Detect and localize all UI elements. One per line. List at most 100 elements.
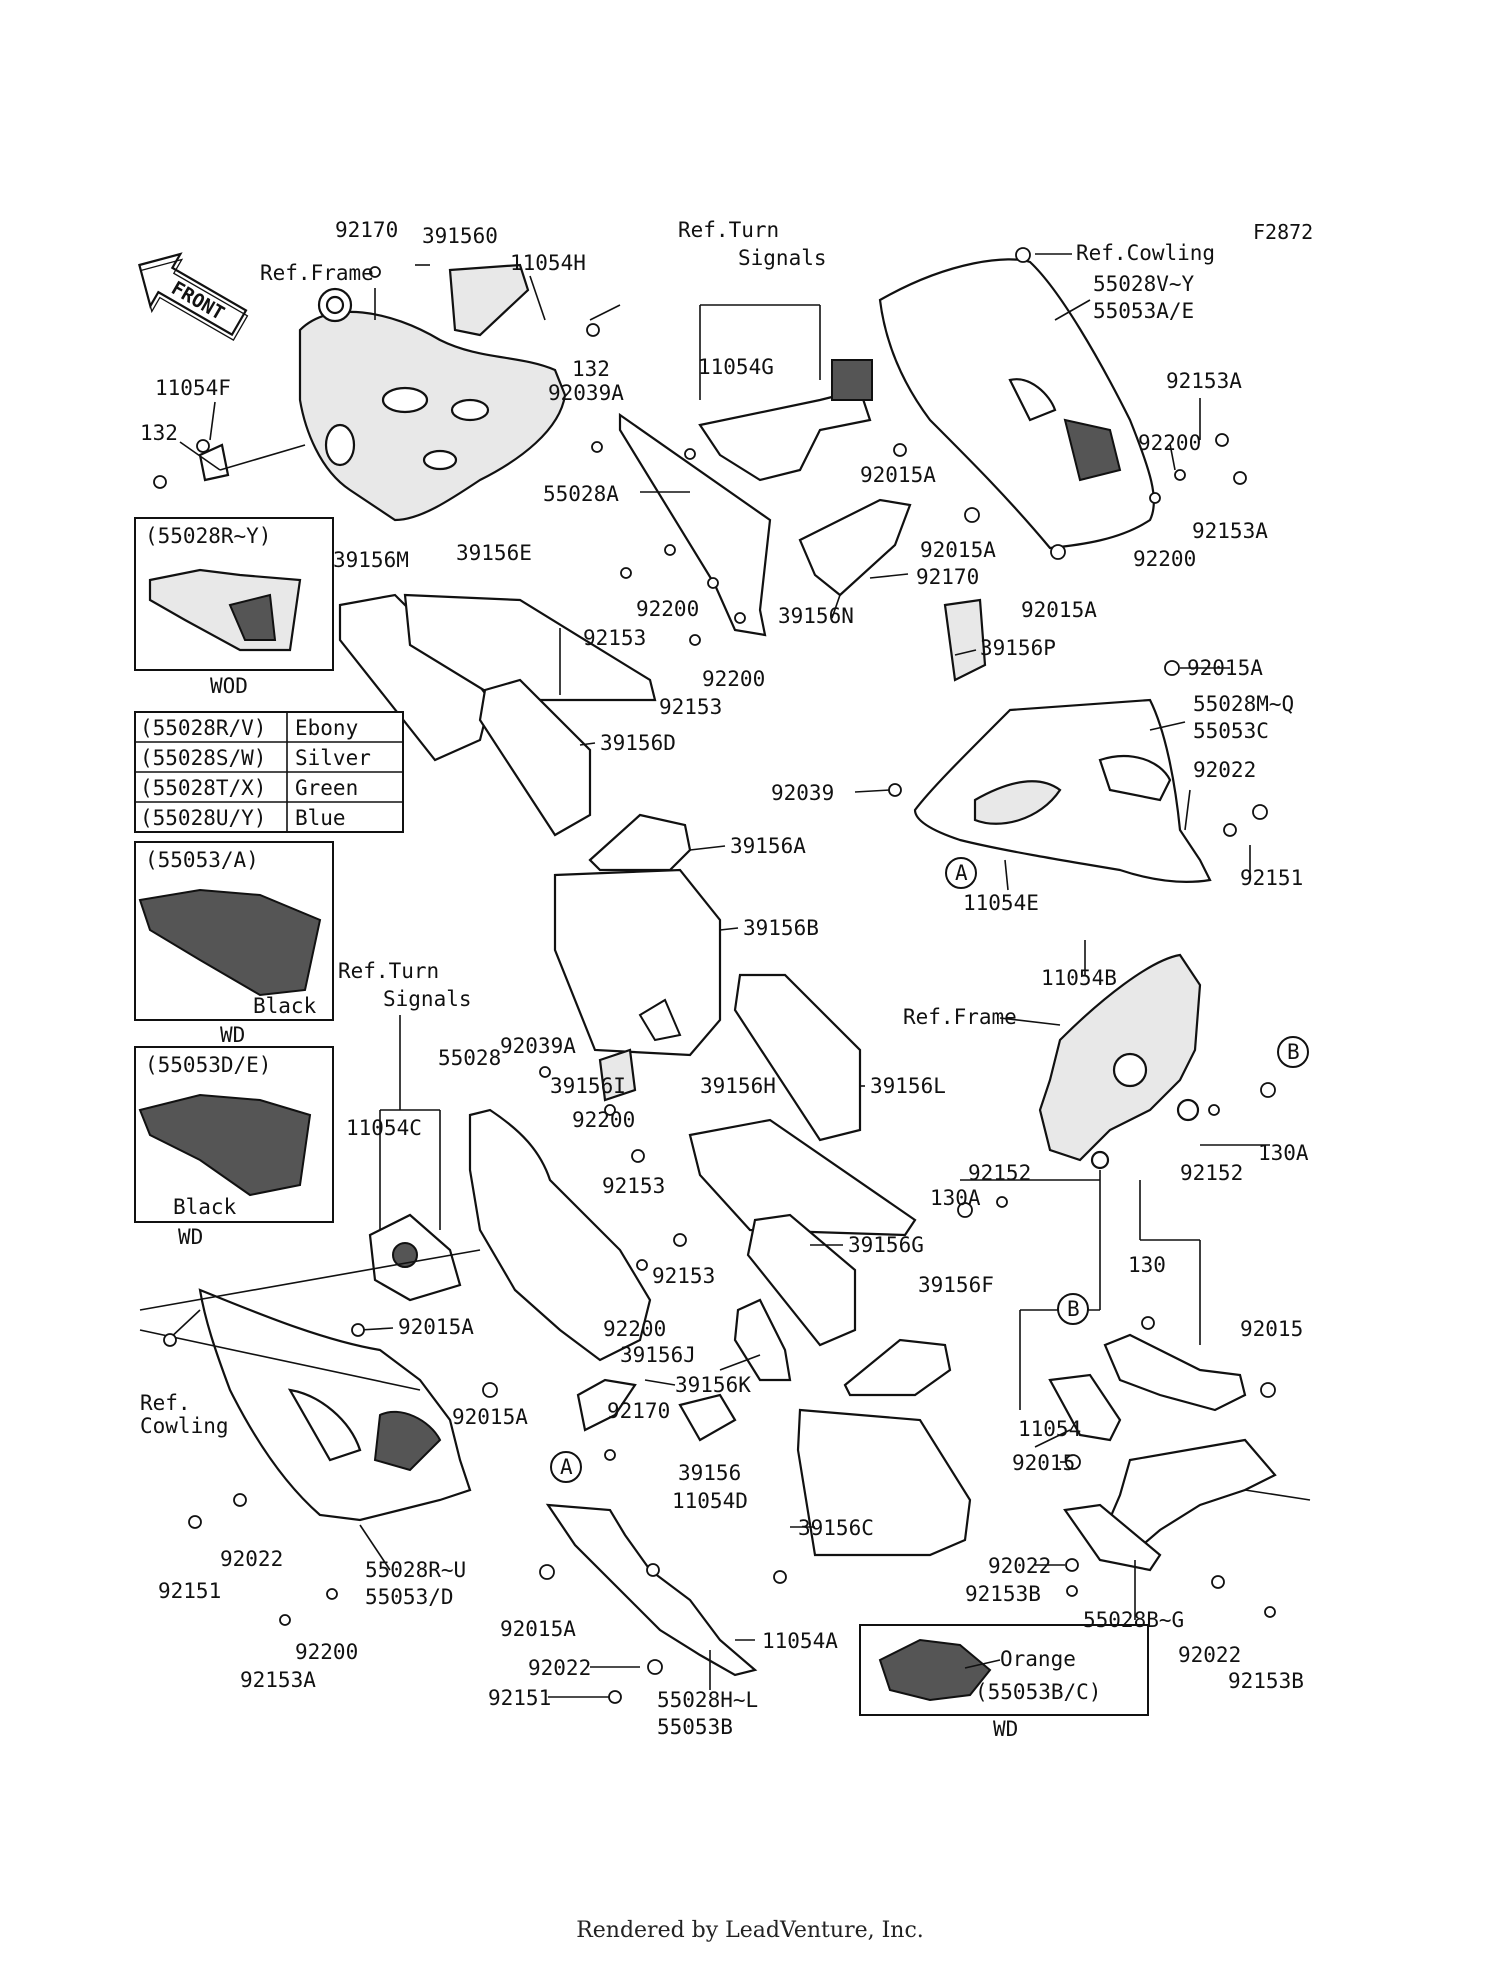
circle-callout: B bbox=[1067, 1297, 1080, 1321]
part-callout: 11054D bbox=[672, 1489, 748, 1513]
inset-note: Black bbox=[253, 994, 317, 1018]
part-callout: 55028H~L bbox=[657, 1688, 758, 1712]
part-callout: 92015A bbox=[500, 1617, 576, 1641]
part-callout: Ref.Frame bbox=[260, 261, 374, 285]
part-callout: 92151 bbox=[1240, 866, 1303, 890]
part-callout: 55053B bbox=[657, 1715, 733, 1739]
color-table: (55028R/V) Ebony (55028S/W) Silver (5502… bbox=[134, 711, 404, 833]
part-callout: 92022 bbox=[988, 1554, 1051, 1578]
part-callout: 130 bbox=[1128, 1253, 1166, 1277]
part-callout: 55028V~Y bbox=[1093, 272, 1195, 296]
part-callout: 55053A/E bbox=[1093, 299, 1194, 323]
part-callout: 92022 bbox=[1193, 758, 1256, 782]
part-callout: 92153A bbox=[1166, 369, 1242, 393]
color-name: Ebony bbox=[295, 716, 358, 740]
part-callout: 92200 bbox=[603, 1317, 666, 1341]
part-callout: 39156B bbox=[743, 916, 819, 940]
middle-cowling-part bbox=[913, 698, 1212, 884]
circle-callout: A bbox=[560, 1455, 573, 1479]
circle-callout: B bbox=[1287, 1040, 1300, 1064]
pad-39156D-part bbox=[478, 678, 592, 837]
inset-note: Black bbox=[173, 1195, 237, 1219]
inset-box-55053DE: (55053D/E) Black WD bbox=[134, 1046, 334, 1249]
part-callout: WD bbox=[993, 1717, 1018, 1741]
color-name: Blue bbox=[295, 806, 346, 830]
part-callout: 92015A bbox=[398, 1315, 474, 1339]
pad-39156H-part bbox=[688, 1118, 917, 1237]
part-callout: 39156F bbox=[918, 1273, 994, 1297]
part-callout: 39156N bbox=[778, 604, 854, 628]
part-callout: 92152 bbox=[968, 1161, 1031, 1185]
turn-signal-bracket-lower-part bbox=[368, 1213, 462, 1302]
circle-labels bbox=[550, 857, 1309, 1483]
part-callout: 11054G bbox=[698, 355, 774, 379]
bracket-part bbox=[448, 263, 530, 337]
part-callout: 92039A bbox=[548, 381, 624, 405]
pad-39156A-part bbox=[588, 813, 692, 872]
part-callout: 92153B bbox=[965, 1582, 1041, 1606]
color-code: (55028T/X) bbox=[140, 776, 266, 800]
part-callout: Ref. bbox=[140, 1391, 191, 1415]
inset-caption: WD bbox=[178, 1225, 203, 1249]
color-code: (55028U/Y) bbox=[140, 806, 266, 830]
part-callout: Signals bbox=[383, 987, 472, 1011]
part-callout: 39156L bbox=[870, 1074, 946, 1098]
part-callout: 11054C bbox=[346, 1116, 422, 1140]
part-callout: Ref.Cowling bbox=[1076, 241, 1215, 265]
part-callout: 92200 bbox=[295, 1640, 358, 1664]
part-callout: 92015A bbox=[1021, 598, 1097, 622]
pad-39156B-part bbox=[553, 868, 722, 1102]
part-callout: 92153 bbox=[652, 1264, 715, 1288]
color-name: Green bbox=[295, 776, 358, 800]
part-callout: 39156I bbox=[550, 1074, 626, 1098]
part-callout: 92153 bbox=[602, 1174, 665, 1198]
inset-title: (55053/A) bbox=[145, 848, 259, 872]
part-callout: 92151 bbox=[488, 1686, 551, 1710]
pad-39156E-part bbox=[403, 593, 657, 702]
lower-cowling-H-part bbox=[545, 1503, 758, 1677]
part-callout: 39156J bbox=[620, 1343, 696, 1367]
part-callout: 92022 bbox=[220, 1547, 283, 1571]
part-callout: 39156E bbox=[456, 541, 532, 565]
part-callout: 55028M~Q bbox=[1193, 692, 1294, 716]
lower-side-cowling-part bbox=[198, 1288, 472, 1522]
part-callout: 39156H bbox=[700, 1074, 776, 1098]
part-callout: 130A bbox=[930, 1186, 981, 1210]
upper-cowling-part bbox=[878, 258, 1156, 550]
part-callout: Ref.Frame bbox=[903, 1005, 1017, 1029]
color-code: (55028S/W) bbox=[140, 746, 266, 770]
part-callout: 39156G bbox=[848, 1233, 924, 1257]
inset-title: (55053D/E) bbox=[145, 1053, 271, 1077]
leader-lines bbox=[139, 253, 1311, 1698]
part-callout: 92170 bbox=[607, 1399, 670, 1423]
part-callout: 92200 bbox=[636, 597, 699, 621]
part-callout: 92015 bbox=[1012, 1451, 1075, 1475]
lower-cowling-B-part bbox=[1063, 1438, 1277, 1572]
part-callout: 39156C bbox=[798, 1516, 874, 1540]
inset-box-orange bbox=[859, 1624, 1149, 1716]
frame-part bbox=[298, 287, 567, 522]
part-callout: 92170 bbox=[335, 218, 398, 242]
side-cowling-55028-part bbox=[468, 1108, 652, 1362]
part-callout: 11054A bbox=[762, 1629, 838, 1653]
part-callout: 39156K bbox=[675, 1373, 751, 1397]
part-callout: 55053C bbox=[1193, 719, 1269, 743]
part-callout: 92200 bbox=[1138, 431, 1201, 455]
part-callout: 92015A bbox=[1187, 656, 1263, 680]
part-callout: Ref.Turn bbox=[338, 959, 439, 983]
part-callout: 39156P bbox=[980, 636, 1056, 660]
inner-panel-part bbox=[618, 412, 772, 637]
part-callout: 92170 bbox=[916, 565, 979, 589]
pad-39156F-part bbox=[843, 1338, 952, 1397]
part-callout: 92152 bbox=[1180, 1161, 1243, 1185]
part-callout: 39156 bbox=[678, 1461, 741, 1485]
turn-signal-bracket-part bbox=[698, 359, 873, 482]
inset-title: (55028R~Y) bbox=[145, 524, 271, 548]
pad-39156L-part bbox=[733, 973, 862, 1142]
part-callout: 39156M bbox=[333, 548, 409, 572]
pad-39156C-part bbox=[796, 1408, 972, 1557]
part-callout: 92200 bbox=[702, 667, 765, 691]
color-code: (55028R/V) bbox=[140, 716, 266, 740]
